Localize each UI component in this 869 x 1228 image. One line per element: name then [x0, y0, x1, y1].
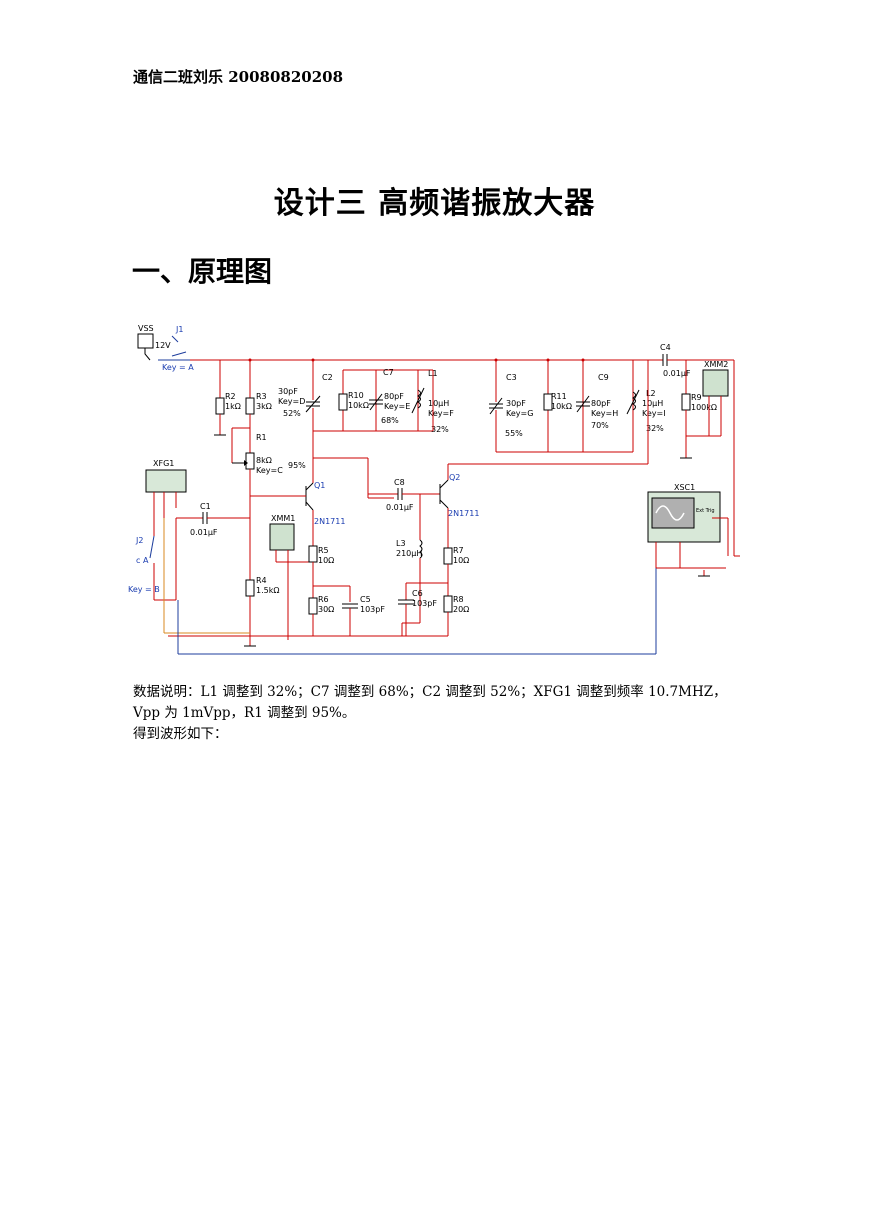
r3-value: 3kΩ [256, 402, 272, 411]
r2-label: R2 [225, 392, 236, 401]
description-line-3: 得到波形如下： [133, 726, 228, 742]
c3-percent: 55% [505, 429, 523, 438]
c2-value: 30pF [278, 387, 298, 396]
r1-label: R1 [256, 433, 267, 442]
r1-value: 8kΩ [256, 456, 272, 465]
l2-key: Key=I [642, 409, 666, 418]
page-header: 通信二班刘乐 20080820208 [133, 68, 344, 86]
schematic-diagram: .w { stroke: #c00; stroke-width: 1; fill… [128, 324, 740, 655]
c4-label: C4 [660, 343, 671, 352]
r1-percent: 95% [288, 461, 306, 470]
l1-key: Key=F [428, 409, 454, 418]
l3-value: 210μH [396, 549, 422, 558]
section-heading: 一、原理图 [132, 255, 273, 288]
r3-label: R3 [256, 392, 267, 401]
c9-value: 80pF [591, 399, 611, 408]
xmm2-label: XMM2 [704, 360, 728, 369]
c6-value: 103pF [412, 599, 437, 608]
c4-value: 0.01μF [663, 369, 691, 378]
description-line-1: 数据说明：L1 调整到 32%；C7 调整到 68%；C2 调整到 52%；XF… [133, 684, 727, 700]
r11-label: R11 [551, 392, 567, 401]
c1-label: C1 [200, 502, 211, 511]
description-line-2: Vpp 为 1mVpp，R1 调整到 95%。 [133, 705, 356, 721]
c3-key: Key=G [506, 409, 533, 418]
r5-label: R5 [318, 546, 329, 555]
r8-label: R8 [453, 595, 464, 604]
c5-label: C5 [360, 595, 371, 604]
c2-label: C2 [322, 373, 333, 382]
c2-key: Key=D [278, 397, 305, 406]
q1-model: 2N1711 [314, 517, 345, 526]
xfg1-label: XFG1 [153, 459, 174, 468]
j1-label: J1 [175, 325, 183, 334]
r1-key: Key=C [256, 466, 283, 475]
c9-percent: 70% [591, 421, 609, 430]
l2-percent: 32% [646, 424, 664, 433]
r2-value: 1kΩ [225, 402, 241, 411]
r10-label: R10 [348, 391, 364, 400]
j2-key: Key = B [128, 585, 160, 594]
vss-source [137, 333, 154, 349]
vss-value: 12V [155, 341, 171, 350]
r9-label: R9 [691, 393, 702, 402]
xmm1-label: XMM1 [271, 514, 295, 523]
c3-label: C3 [506, 373, 517, 382]
c2-percent: 52% [283, 409, 301, 418]
j2-label: J2 [135, 536, 143, 545]
r7-value: 10Ω [453, 556, 469, 565]
r9-value: 100kΩ [691, 403, 717, 412]
r5-value: 10Ω [318, 556, 334, 565]
l2-value: 10μH [642, 399, 663, 408]
c1-value: 0.01μF [190, 528, 218, 537]
r11-value: 10kΩ [551, 402, 572, 411]
q2-model: 2N1711 [448, 509, 479, 518]
q2-label: Q2 [449, 473, 460, 482]
l2-label: L2 [646, 389, 656, 398]
r4-value: 1.5kΩ [256, 586, 279, 595]
c8-label: C8 [394, 478, 405, 487]
c6-label: C6 [412, 589, 423, 598]
xsc1-label: XSC1 [674, 483, 695, 492]
j1-key: Key = A [162, 363, 194, 372]
document-title: 设计三 高频谐振放大器 [273, 186, 596, 221]
c7-key: Key=E [384, 402, 410, 411]
r7-label: R7 [453, 546, 464, 555]
data-description: 数据说明：L1 调整到 32%；C7 调整到 68%；C2 调整到 52%；XF… [133, 682, 753, 745]
c8-value: 0.01μF [386, 503, 414, 512]
r8-value: 20Ω [453, 605, 469, 614]
l1-percent: 32% [431, 425, 449, 434]
c5-value: 103pF [360, 605, 385, 614]
r6-value: 30Ω [318, 605, 334, 614]
j2-position: c A [136, 556, 149, 565]
xsc1-ext-trig: Ext Trig [696, 508, 715, 514]
q1-label: Q1 [314, 481, 325, 490]
r10-value: 10kΩ [348, 401, 369, 410]
c7-value: 80pF [384, 392, 404, 401]
c3-value: 30pF [506, 399, 526, 408]
l1-value: 10μH [428, 399, 449, 408]
vss-label: VSS [138, 324, 154, 333]
r4-label: R4 [256, 576, 267, 585]
c7-percent: 68% [381, 416, 399, 425]
l3-label: L3 [396, 539, 406, 548]
r6-label: R6 [318, 595, 329, 604]
c9-label: C9 [598, 373, 609, 382]
c7-label: C7 [383, 368, 394, 377]
c9-key: Key=H [591, 409, 618, 418]
